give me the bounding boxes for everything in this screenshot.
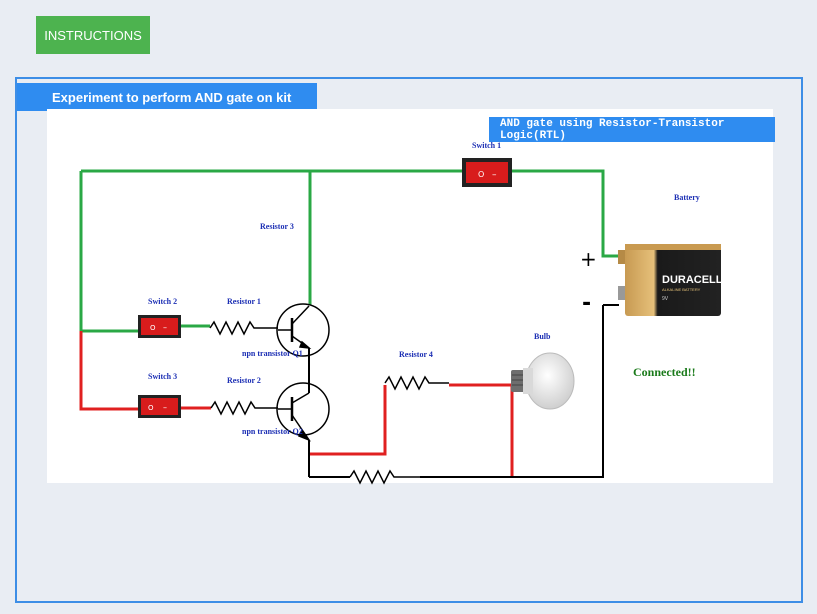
resistor-3-label: Resistor 3 [260, 222, 294, 231]
switch-2-label: Switch 2 [148, 297, 177, 306]
switch-3-label: Switch 3 [148, 372, 177, 381]
panel-title: Experiment to perform AND gate on kit [17, 83, 317, 111]
resistor-4-label: Resistor 4 [399, 350, 433, 359]
status-text: Connected!! [633, 365, 696, 379]
switch-1[interactable]: O – [462, 158, 512, 187]
switch-1-off-glyph: – [492, 170, 497, 180]
battery: DURACELL ALKALINE BATTERY 9V [618, 244, 723, 316]
transistor-q1 [276, 303, 330, 357]
ground-resistor [349, 469, 420, 485]
switch-2-off-glyph: – [163, 323, 167, 332]
switch-1-label: Switch 1 [472, 141, 501, 150]
black-wires [308, 304, 619, 478]
bulb-feed-wire [449, 383, 514, 477]
switch-3[interactable]: O – [138, 395, 181, 418]
q2-label: npn transistor Q2 [242, 427, 303, 436]
resistor-1 [209, 320, 278, 336]
minus-sign: - [582, 291, 591, 316]
bulb [511, 352, 575, 410]
switch-3-off-glyph: – [163, 403, 167, 412]
switch-3-on-glyph: O [148, 404, 154, 412]
transistor-q2 [276, 382, 330, 442]
switch-2-on-glyph: O [150, 324, 156, 332]
q2-emitter-wire [309, 385, 387, 456]
plus-sign: + [580, 247, 597, 271]
switch-1-on-glyph: O [478, 170, 484, 179]
resistor-1-label: Resistor 1 [227, 297, 261, 306]
switch3-input-wire [79, 331, 138, 411]
instructions-button[interactable]: INSTRUCTIONS [36, 16, 150, 54]
battery-plus-wire [512, 169, 619, 258]
battery-label: Battery [674, 193, 700, 202]
resistor-2 [210, 400, 278, 416]
battery-brand: DURACELL [662, 274, 723, 286]
q1-label: npn transistor Q1 [242, 349, 303, 358]
switch-2[interactable]: O – [138, 315, 181, 338]
resistor-4 [384, 375, 449, 391]
green-wires [79, 169, 619, 333]
battery-sub: ALKALINE BATTERY [662, 287, 701, 292]
resistor-2-label: Resistor 2 [227, 376, 261, 385]
diagram-title: AND gate using Resistor-Transistor Logic… [489, 117, 775, 142]
bulb-label: Bulb [534, 332, 551, 341]
battery-minus-wire [420, 305, 604, 478]
battery-volt: 9V [662, 296, 669, 302]
